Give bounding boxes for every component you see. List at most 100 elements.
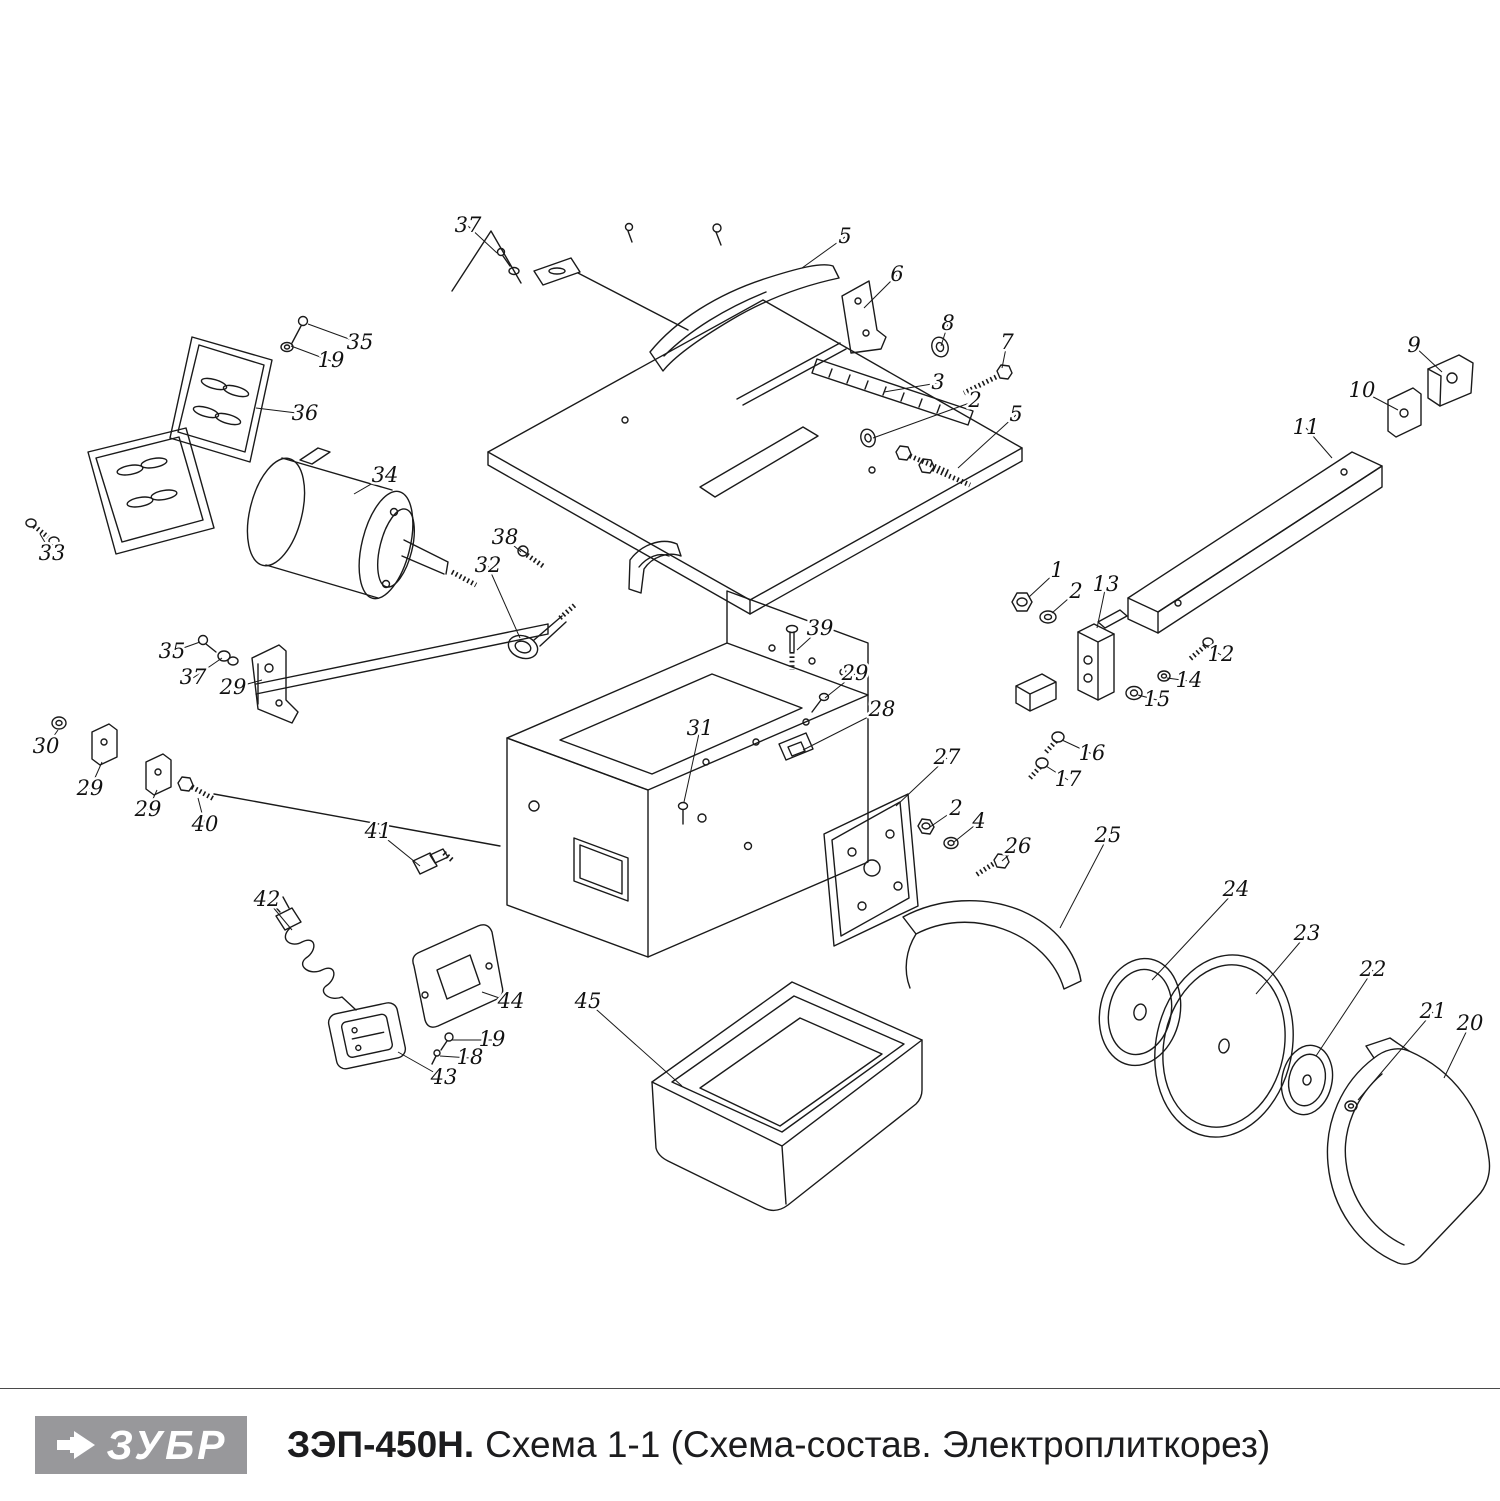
callout-leader	[1059, 835, 1109, 929]
part-number-label: 22	[1359, 957, 1387, 981]
callout-leader	[802, 709, 883, 751]
part-number-label: 18	[457, 1045, 484, 1069]
callout-leader	[1166, 677, 1190, 682]
callout-leader	[824, 673, 856, 699]
part-number-label: 2	[967, 388, 981, 412]
callout-leader	[353, 475, 386, 495]
blade-guard	[1326, 1037, 1491, 1265]
part-number-label: 38	[492, 525, 519, 549]
callout-leader	[147, 789, 158, 811]
part-number-label: 7	[1000, 330, 1014, 354]
footer-bar: ЗУБР ЗЭП-450Н.Схема 1-1 (Схема-состав. Э…	[0, 1388, 1500, 1501]
top-left-screw-set	[451, 230, 689, 331]
part-number-label: 4	[971, 809, 985, 833]
part-number-label: 40	[191, 812, 219, 836]
support-arm	[1127, 451, 1383, 634]
callout-leader	[1028, 570, 1058, 598]
callout-leader	[1137, 694, 1158, 701]
callout-leader	[1255, 933, 1308, 995]
callout-leader	[1357, 1011, 1434, 1101]
cutting-disc	[1154, 954, 1294, 1138]
callout-leader	[1096, 584, 1107, 629]
callout-leader	[863, 274, 898, 309]
callout-leader	[683, 728, 701, 803]
callout-leader	[266, 899, 293, 931]
part-number-label: 29	[134, 797, 162, 821]
callout-leader	[1443, 1023, 1471, 1079]
callout-leader	[1205, 645, 1222, 656]
outer-flange	[1280, 1044, 1334, 1116]
part-number-label: 24	[1222, 877, 1250, 901]
part-number-label: 26	[1004, 834, 1032, 858]
callout-leader	[504, 537, 522, 553]
part-number-label: 29	[219, 675, 247, 699]
part-number-label: 35	[347, 330, 374, 354]
part-number-label: 36	[292, 401, 319, 425]
base-housing	[506, 590, 869, 958]
title-text: Схема 1-1 (Схема-состав. Электроплиткоре…	[485, 1424, 1271, 1465]
guard-support-curve	[624, 222, 840, 372]
callout-leader	[290, 345, 332, 362]
callout-leader	[1361, 390, 1399, 411]
part-number-label: 27	[933, 745, 961, 769]
part-number-label: 2	[948, 796, 962, 820]
callout-leader	[1045, 765, 1069, 781]
part-number-label: 17	[1055, 767, 1082, 791]
callout-leader	[377, 831, 421, 867]
table-top	[487, 299, 1023, 615]
part-number-label: 11	[1293, 415, 1320, 439]
callout-leader	[45, 729, 59, 748]
ruler-strip	[811, 358, 974, 426]
callout-leader	[872, 400, 976, 439]
part-number-label: 29	[841, 661, 869, 685]
power-switch	[327, 1002, 407, 1070]
exploded-parts-diagram: 3756873259101112131214151617351936343338…	[25, 211, 1491, 1265]
part-number-label: 35	[159, 639, 186, 663]
part-number-label: 43	[430, 1065, 458, 1089]
callout-leader	[940, 323, 949, 347]
callout-leader	[487, 565, 521, 639]
zubr-logo-text: ЗУБР	[106, 1421, 228, 1468]
part-number-label: 5	[838, 224, 851, 248]
callout-leader	[953, 821, 980, 843]
mount-plate	[823, 793, 1010, 947]
callout-leader	[1061, 739, 1093, 755]
part-number-label: 9	[1407, 333, 1420, 357]
inner-guard-bracket	[902, 899, 1082, 990]
callout-leader	[171, 641, 201, 653]
callout-leader	[89, 761, 103, 790]
part-number-label: 37	[180, 665, 207, 689]
callout-leader	[307, 323, 361, 344]
part-number-label: 20	[1456, 1011, 1484, 1035]
part-number-label: 5	[1009, 402, 1022, 426]
model-code: ЗЭП-450Н.	[287, 1424, 475, 1465]
callout-leader	[957, 414, 1017, 469]
part-number-label: 45	[574, 989, 602, 1013]
callout-leader	[1413, 345, 1443, 373]
part-number-label: 33	[39, 541, 66, 565]
callout-leader	[929, 808, 957, 828]
switch-plate	[412, 924, 504, 1065]
angle-bracket	[841, 280, 887, 354]
part-number-label: 6	[890, 262, 903, 286]
water-tray	[651, 981, 923, 1212]
part-number-label: 23	[1293, 921, 1321, 945]
power-cord	[270, 896, 357, 1011]
part-number-label: 34	[372, 463, 399, 487]
part-number-label: 30	[33, 734, 60, 758]
part-number-label: 19	[318, 348, 345, 372]
arm-brackets	[1188, 354, 1474, 661]
part-number-label: 31	[687, 716, 714, 740]
callout-leader	[587, 1001, 683, 1087]
diagram-title: ЗЭП-450Н.Схема 1-1 (Схема-состав. Электр…	[287, 1424, 1270, 1466]
callout-leader	[197, 797, 206, 826]
part-number-label: 14	[1176, 668, 1203, 692]
zubr-logo: ЗУБР	[35, 1416, 247, 1474]
callout-leader	[481, 991, 512, 1003]
part-number-label: 29	[76, 776, 104, 800]
part-number-label: 12	[1208, 642, 1235, 666]
zubr-arrow-icon	[55, 1428, 97, 1462]
part-number-label: 37	[455, 213, 482, 237]
part-number-label: 44	[497, 989, 525, 1013]
